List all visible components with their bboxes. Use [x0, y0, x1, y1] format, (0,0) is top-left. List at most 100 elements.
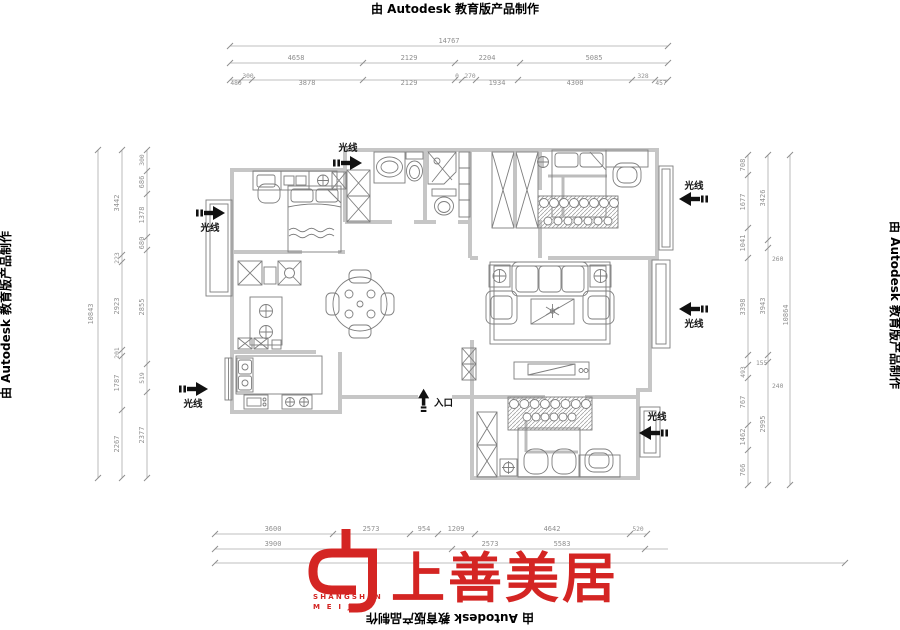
watermark-top: 由 Autodesk 教育版产品制作: [371, 1, 539, 16]
dim-right-in-5: 493: [740, 366, 747, 378]
dim-bot-r1-5: 520: [632, 526, 644, 533]
toilet-1: [405, 151, 424, 182]
shelf-column: [458, 151, 471, 218]
dim-left-mid-3: 201: [114, 347, 121, 359]
logo-latin-2: M E I J U: [313, 603, 365, 611]
light-label-right-upper: 光线: [683, 180, 704, 192]
dim-bot-r1-0: 3600: [265, 525, 282, 533]
light-arrow-left-lower: 光线: [179, 382, 208, 410]
wardrobe: [476, 411, 498, 478]
fridge: [237, 260, 263, 286]
logo-glyph-icon: [308, 529, 377, 613]
dim-top-r3-4: 0: [455, 73, 459, 80]
bedroom-topleft: [252, 170, 347, 253]
dim-right-mid-3: 240: [772, 383, 784, 390]
laundry-wardrobe: [346, 169, 371, 223]
light-arrow-left-upper: 光线: [196, 206, 225, 234]
bar-counter: [249, 296, 283, 346]
dim-left-in-4: 2855: [138, 299, 146, 316]
gas-stove: [281, 394, 313, 410]
arrow-right-icon: [179, 382, 208, 396]
corridor-cabinets: [461, 347, 477, 381]
dim-right-in-4: 155: [756, 360, 768, 367]
dim-bot-r1-3: 1209: [448, 525, 465, 533]
dim-left-total: 10843: [87, 303, 95, 324]
dim-right-in-0: 708: [739, 159, 747, 172]
dining-room: [237, 260, 395, 346]
entrance-marker: 入口: [418, 388, 453, 412]
dim-left-in-5: 519: [139, 372, 146, 384]
counter: [235, 355, 323, 395]
rug: [489, 261, 611, 345]
dim-right-in-8: 766: [739, 464, 747, 477]
bedroom-topright: [537, 149, 649, 229]
dimension-text-top: 14767 4658 2129 2204 5085 480 300 3878 2…: [230, 37, 667, 87]
living-room: [485, 261, 615, 380]
dim-top-r3-3: 2129: [401, 79, 418, 87]
bay-window-living: [651, 259, 671, 349]
wardrobe-tall-2: [515, 151, 539, 229]
dim-left-mid-1: 223: [114, 252, 121, 264]
dim-top-total: 14767: [438, 37, 459, 45]
chair: [612, 162, 642, 188]
dim-right-in-1: 1677: [739, 194, 747, 211]
dim-top-r2-3: 5085: [586, 54, 603, 62]
dim-left-in-6: 2377: [138, 427, 146, 444]
light-label-left-lower: 光线: [182, 398, 203, 410]
dim-top-r2-0: 4658: [288, 54, 305, 62]
watermark-right: 由 Autodesk 教育版产品制作: [888, 221, 900, 389]
dim-right-in-2: 1041: [739, 235, 747, 252]
dim-bot-r2-1: 2573: [482, 540, 499, 548]
appliance: [243, 394, 269, 410]
bed: [517, 427, 581, 478]
bay-window-bedroom-topright: [658, 165, 674, 251]
kitchen-window: [224, 357, 233, 401]
dim-right-total: 10864: [782, 304, 790, 325]
dim-top-r2-1: 2129: [401, 54, 418, 62]
light-label-right-mid: 光线: [683, 318, 704, 330]
toilet-2: [431, 188, 457, 216]
dim-right-in-7: 1462: [739, 429, 747, 446]
watermark-bottom: 由 Autodesk 教育版产品制作: [366, 611, 534, 626]
desk: [605, 149, 649, 168]
light-arrow-right-lower: 光线: [639, 411, 668, 440]
double-sink: [236, 357, 254, 393]
dim-bot-r2-0: 3900: [265, 540, 282, 548]
plant-table-left: [488, 264, 511, 288]
dim-top-r3-2: 3878: [299, 79, 316, 87]
entrance-label: 入口: [433, 398, 453, 409]
dim-left-in-3: 680: [138, 237, 146, 250]
dim-top-r3-0: 480: [230, 80, 242, 87]
dim-right-in-3: 3398: [739, 299, 747, 316]
small-cabinet: [331, 171, 347, 190]
light-arrow-top: 光线: [333, 142, 362, 170]
windows: [205, 165, 674, 458]
ceiling-symbol: [537, 156, 549, 168]
sofa-three-seat: [511, 261, 589, 297]
light-arrow-right-mid: 光线: [679, 302, 708, 330]
shower-corner: [427, 151, 457, 185]
upper-cabinets: [237, 337, 282, 350]
desk-chair: [257, 183, 281, 204]
plant: [499, 458, 518, 477]
dim-top-r3-7: 4300: [567, 79, 584, 87]
exterior-walls: [230, 148, 659, 480]
dimension-text-bottom: 3600 2573 954 1209 4642 520 3900 2573 55…: [265, 525, 644, 548]
dining-chairs: [325, 269, 395, 339]
dim-left-mid-2: 2923: [113, 298, 121, 315]
light-arrow-right-upper: 光线: [679, 180, 708, 206]
dining-table-round: [332, 276, 388, 332]
light-label-left-upper: 光线: [199, 222, 220, 234]
bench-stool: [578, 448, 621, 478]
bay-window-left: [205, 199, 233, 297]
dim-right-mid-4: 2995: [759, 416, 767, 433]
arrow-left-icon: [639, 426, 668, 440]
light-label-top: 光线: [337, 142, 358, 154]
dim-bot-r1-2: 954: [418, 525, 431, 533]
bed-double: [287, 185, 342, 253]
dim-right-mid-1: 260: [772, 256, 784, 263]
arrow-left-icon: [679, 192, 708, 206]
plant-cabinet: [277, 260, 302, 286]
arrow-right-icon: [196, 206, 225, 220]
